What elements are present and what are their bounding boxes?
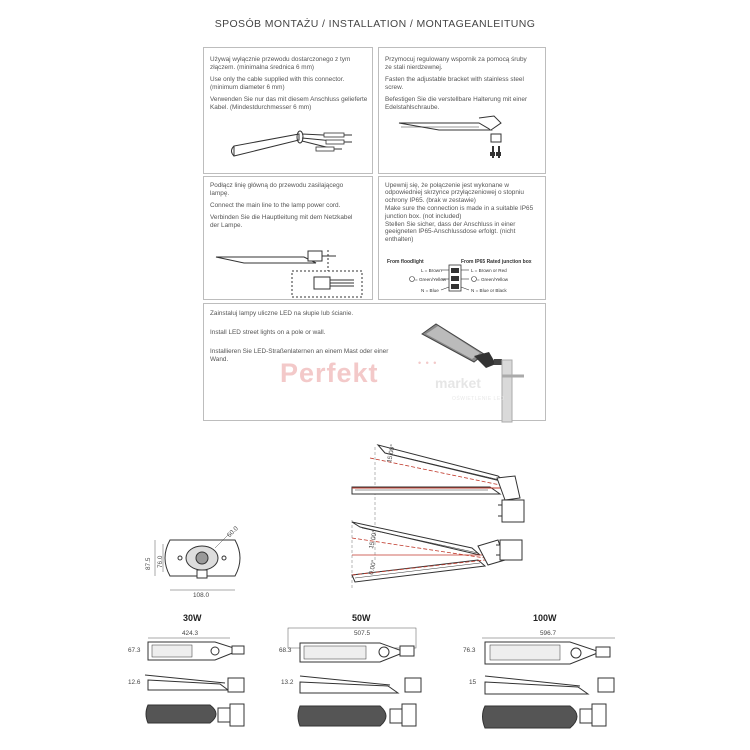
model-50w-height: 68.3: [279, 647, 292, 654]
junction-text-de: Stellen Sie sicher, dass der Anschluss i…: [385, 221, 516, 243]
panel-cable-text: Używaj wyłącznie przewodu dostarczonego …: [210, 56, 368, 116]
panel-bracket: Przymocuj regulowany wspornik za pomocą …: [378, 47, 546, 174]
model-30w-thickness: 12.6: [128, 679, 141, 686]
watermark-dots: • • •: [418, 358, 438, 368]
junction-text-pl: Upewnij się, że połączenie jest wykonane…: [385, 182, 524, 204]
bracket-text-pl: Przymocuj regulowany wspornik za pomocą …: [385, 56, 527, 71]
wire-n-right: N = Blue or Black: [471, 288, 507, 293]
watermark-sub: market: [435, 375, 481, 391]
bracket-text-de: Befestigen Sie die verstellbare Halterun…: [385, 96, 528, 111]
wire-n-left: N = Blue: [421, 288, 439, 293]
panel-install-text: Zainstaluj lampy uliczne LED na słupie l…: [210, 310, 390, 375]
label-from-floodlight: From floodlight: [387, 259, 424, 265]
cable-text-en: Use only the cable supplied with this co…: [210, 76, 345, 91]
model-100w-title: 100W: [533, 613, 557, 623]
panel-junction: Upewnij się, że połączenie jest wykonane…: [378, 176, 546, 300]
street-light-pole-illustration: [421, 323, 524, 423]
watermark-tag: OŚWIETLENIE LED: [452, 396, 505, 402]
cable-text-de: Verwenden Sie nur das mit diesem Anschlu…: [210, 96, 368, 111]
panel-cable: Używaj wyłącznie przewodu dostarczonego …: [203, 47, 373, 174]
model-100w-thickness: 15: [469, 679, 477, 686]
bracket-illustration: [398, 115, 502, 158]
model-100w-length: 596.7: [540, 630, 556, 637]
panel-mains-text: Podłącz linię główną do przewodu zasilaj…: [210, 182, 360, 234]
mains-illustration: [215, 250, 363, 298]
bracket-text-en: Fasten the adjustable bracket with stain…: [385, 76, 524, 91]
mains-text-pl: Podłącz linię główną do przewodu zasilaj…: [210, 182, 344, 197]
junction-text-en: Make sure the connection is made in a su…: [385, 205, 534, 220]
model-50w-length: 507.5: [354, 630, 370, 637]
panel-junction-text: Upewnij się, że połączenie jest wykonane…: [385, 182, 543, 244]
page-title: SPOSÓB MONTAŻU / INSTALLATION / MONTAGEA…: [214, 18, 536, 30]
base-dim-w: 108.0: [193, 592, 209, 599]
cable-text-pl: Używaj wyłącznie przewodu dostarczonego …: [210, 56, 351, 71]
cable-illustration: [231, 130, 352, 157]
mains-text-de: Verbinden Sie die Hauptleitung mit dem N…: [210, 214, 353, 229]
wire-l-left: L = Brown: [421, 268, 442, 273]
label-from-box: From IP65 Rated junction box: [461, 259, 532, 265]
model-50w-thickness: 13.2: [281, 679, 294, 686]
model-30w-length: 424.3: [182, 630, 198, 637]
model-100w-height: 76.3: [463, 647, 476, 654]
panel-install: Zainstaluj lampy uliczne LED na słupie l…: [203, 303, 546, 423]
model-100w-drawings: [482, 637, 615, 729]
model-50w-drawings: [287, 627, 422, 727]
panel-bracket-text: Przymocuj regulowany wspornik za pomocą …: [385, 56, 535, 116]
wire-g-right: = Green/Yellow: [477, 277, 509, 282]
wire-l-right: L = Brown or Red: [471, 268, 507, 273]
install-text-de: Installieren Sie LED-Straßenlaternen an …: [210, 348, 389, 363]
model-30w-title: 30W: [183, 613, 202, 623]
panel-mains: Podłącz linię główną do przewodu zasilaj…: [203, 176, 373, 300]
model-30w-height: 67.3: [128, 647, 141, 654]
model-30w-drawings: [144, 637, 245, 727]
model-50w-title: 50W: [352, 613, 371, 623]
install-text-pl: Zainstaluj lampy uliczne LED na słupie l…: [210, 310, 354, 317]
install-text-en: Install LED street lights on a pole or w…: [210, 329, 326, 336]
mains-text-en: Connect the main line to the lamp power …: [210, 202, 341, 209]
watermark-brand: Perfekt: [280, 358, 379, 388]
wire-g-left: = Green/Yellow: [415, 277, 447, 282]
junction-terminal-icon: [409, 264, 477, 292]
